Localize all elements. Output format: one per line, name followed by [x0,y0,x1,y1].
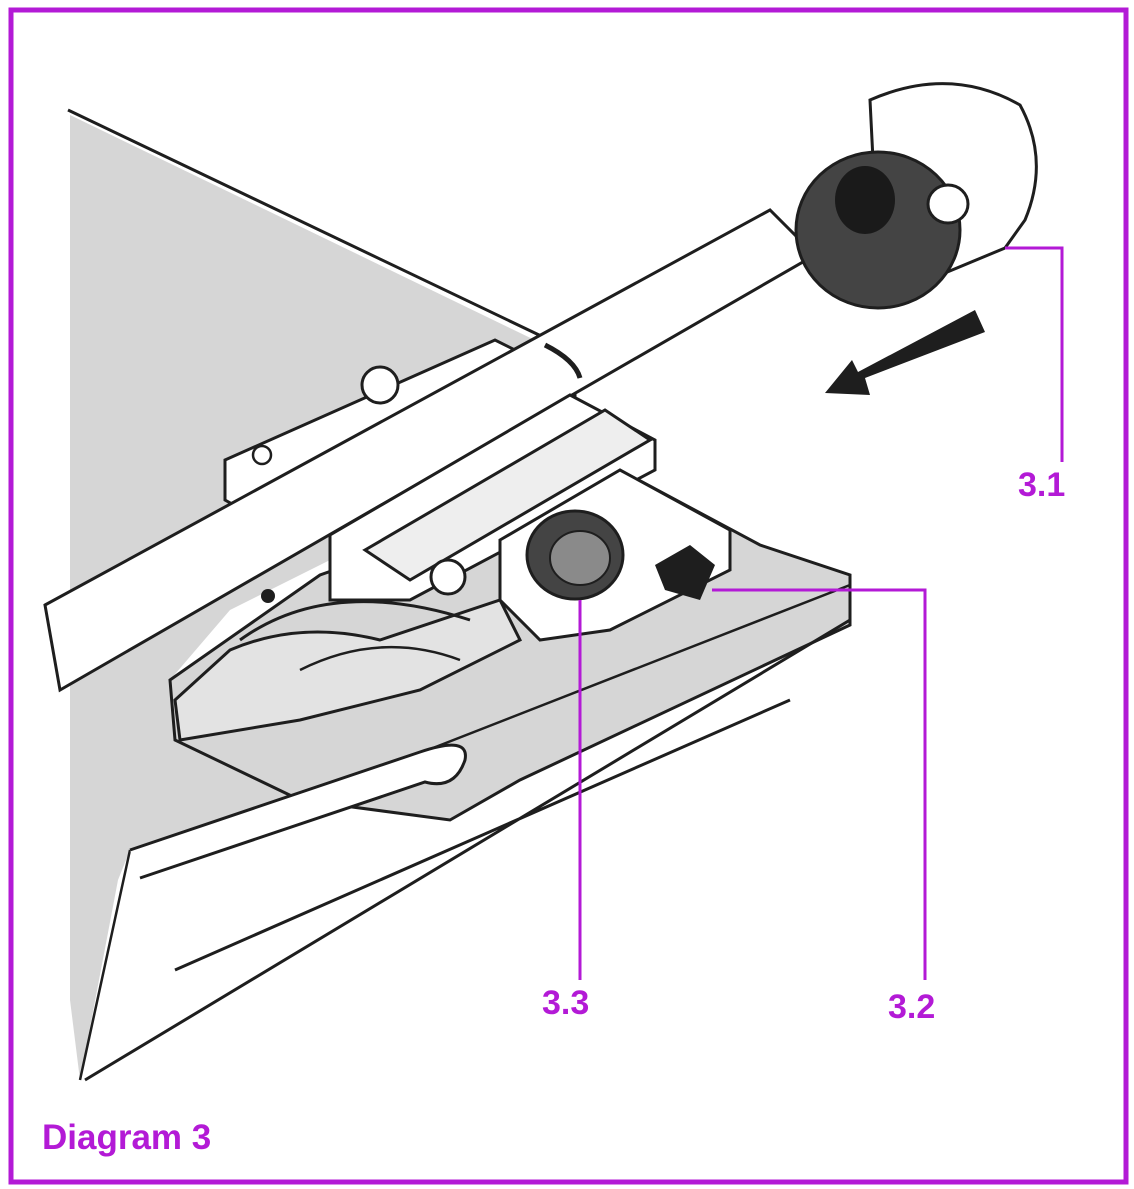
plinth-edge [67,108,561,347]
direction-arrow [825,310,985,395]
clamp-screw [429,558,467,596]
leader-3-1 [1005,246,1064,462]
diagram-caption: Diagram 3 [42,1118,212,1157]
plate-front-lines [84,618,851,1082]
counterweight-hole [835,166,895,234]
plinth-surface [70,115,545,1080]
bracket-screw [360,365,400,405]
antiskate-slider [655,545,715,600]
pivot-arc-inner [299,645,461,672]
tonearm-collar [543,342,583,379]
callout-3-2: 3.2 [888,988,936,1026]
pivot-base [173,598,523,742]
arm-clamp-bar [362,408,653,582]
plate-lower-edge [78,849,132,1081]
pivot-arc [239,600,471,642]
leader-3-2 [712,588,927,980]
pivot-dot [261,589,275,603]
diagram-border [8,7,1129,1185]
cue-lever [129,743,467,880]
bracket-screw-small [251,444,273,466]
counterweight-pin [926,183,970,225]
callout-3-1: 3.1 [1018,466,1066,504]
callout-3-3: 3.3 [542,984,590,1022]
antiskate-knob-face [549,530,611,586]
